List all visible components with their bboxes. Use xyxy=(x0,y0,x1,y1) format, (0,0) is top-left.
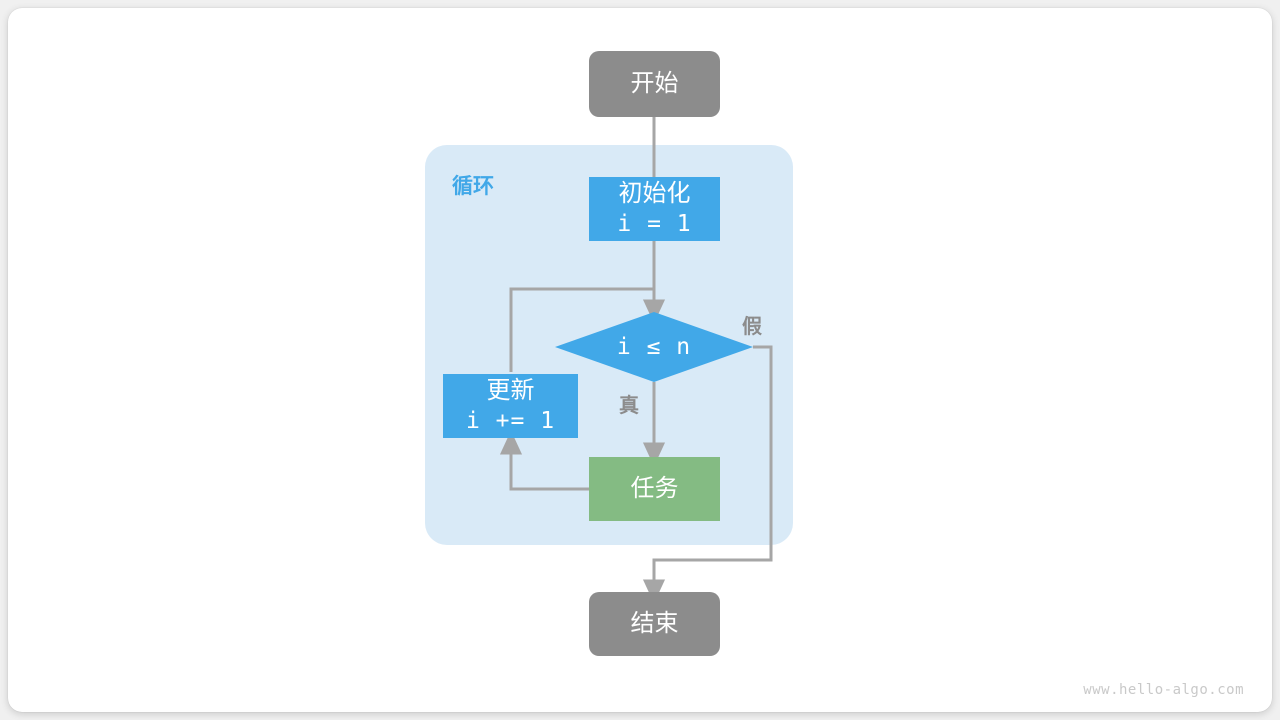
loop-group-label: 循环 xyxy=(452,175,494,198)
edge-task-to-update xyxy=(499,430,589,491)
edge-label-false: 假 xyxy=(742,316,762,338)
node-update[interactable] xyxy=(443,374,578,438)
node-start[interactable] xyxy=(589,51,720,117)
node-init[interactable] xyxy=(589,177,720,241)
node-task[interactable] xyxy=(589,457,720,521)
watermark-url: www.hello-algo.com xyxy=(1083,682,1244,698)
node-end[interactable] xyxy=(589,592,720,656)
edge-update-to-decision xyxy=(509,287,654,372)
edge-decision-false-to-end xyxy=(642,345,773,604)
edge-label-true: 真 xyxy=(619,395,639,417)
node-decision[interactable] xyxy=(555,312,753,382)
